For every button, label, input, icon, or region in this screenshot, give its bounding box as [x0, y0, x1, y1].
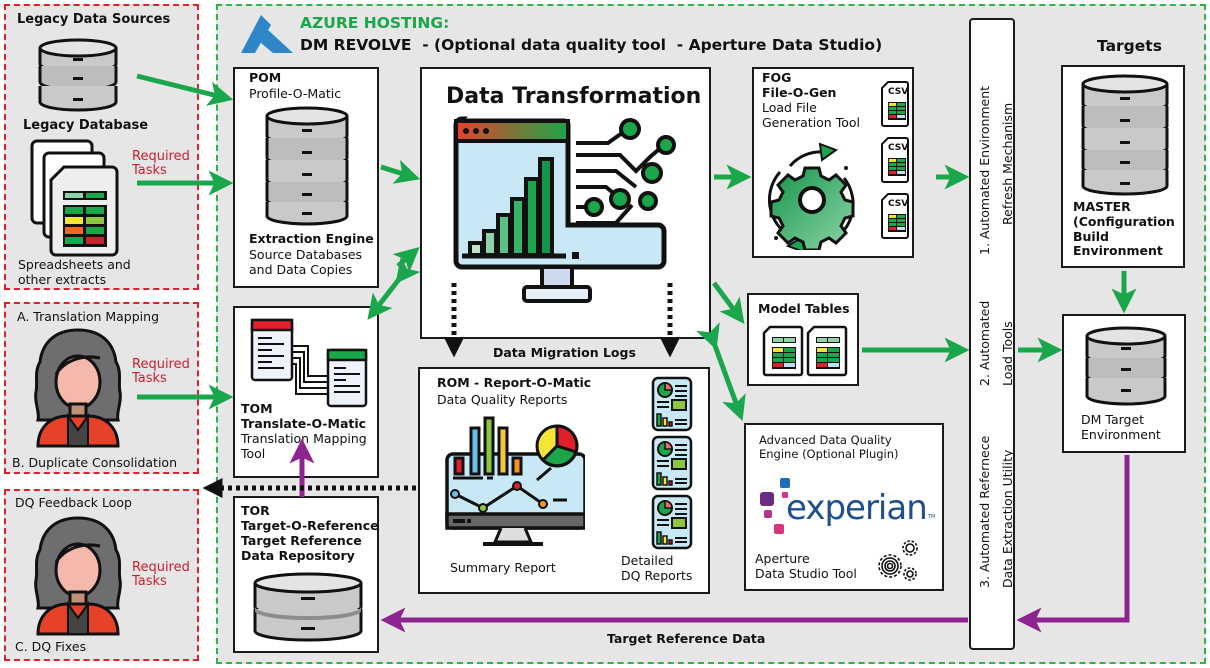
flow-arrow-transform-to-model-tables [711, 281, 745, 325]
fog-desc: Load File Generation Tool [762, 100, 860, 130]
spreadsheets-label: Spreadsheets and other extracts [18, 257, 131, 287]
experian-trademark: TM [928, 514, 936, 520]
fog-name: File-O-Gen [762, 85, 837, 100]
analyst-avatar-icon [34, 516, 122, 636]
summary-report-label: Summary Report [450, 560, 556, 575]
tor-database-icon [253, 572, 363, 642]
spreadsheets-icon [30, 139, 119, 257]
fog-code: FOG [762, 70, 792, 85]
csv-label: CSV [888, 87, 909, 97]
dq-feedback-loop-label: DQ Feedback Loop [15, 495, 132, 510]
flow-arrow-transform-tom-bidir [367, 256, 421, 320]
tor-code: TOR [241, 503, 270, 518]
tor-name: Target-O-Reference [241, 518, 379, 533]
flow-arrow-legacy-db-to-pom [136, 73, 234, 106]
tor-desc: Target Reference Data Repository [241, 533, 362, 563]
detailed-dq-report-icon [651, 376, 693, 432]
target-reference-data-label: Target Reference Data [607, 631, 766, 646]
aperture-tool-label: Aperture Data Studio Tool [755, 551, 857, 581]
experian-brand-text: experian [786, 488, 928, 528]
flow-arrow-transform-to-pom [392, 247, 420, 273]
model-tables-title: Model Tables [758, 301, 850, 316]
tom-code: TOM [241, 401, 273, 416]
csv-file-icon [881, 81, 909, 127]
dq-engine-desc: Advanced Data Quality Engine (Optional P… [759, 433, 899, 461]
gears-icon [878, 540, 918, 581]
data-migration-logs-label: Data Migration Logs [493, 345, 636, 360]
required-tasks-label-1: Required Tasks [132, 149, 190, 179]
legacy-database-label: Legacy Database [23, 118, 149, 133]
pom-desc: Source Databases and Data Copies [249, 247, 363, 277]
translation-mapping-icon [250, 318, 368, 408]
flow-arrow-rom-dq-engine-bidir [696, 322, 746, 422]
flow-arrow-pom-to-transform [380, 159, 421, 184]
summary-report-monitor-icon [445, 416, 585, 546]
detailed-dq-reports-label: Detailed DQ Reports [621, 553, 693, 583]
legacy-database-icon [38, 38, 118, 112]
reference-arrow-dm-target-to-automation [1016, 455, 1130, 633]
duplicate-consolidation-label: B. Duplicate Consolidation [12, 455, 177, 470]
dm-target-label: DM Target Environment [1081, 412, 1161, 442]
rom-title: ROM - Report-O-Matic [437, 375, 592, 390]
experian-logo-icon [760, 478, 790, 534]
translation-mapping-label: A. Translation Mapping [17, 309, 160, 324]
model-table-icon [806, 325, 848, 377]
master-label: MASTER (Configuration Build Environment [1073, 199, 1175, 259]
csv-label: CSV [888, 199, 909, 209]
detailed-dq-report-icon [651, 494, 693, 550]
detailed-dq-report-icon [651, 435, 693, 491]
azure-hosting-title: AZURE HOSTING: [300, 14, 450, 32]
model-table-icon [762, 325, 804, 377]
pom-code: POM [249, 70, 282, 85]
dq-fixes-label: C. DQ Fixes [15, 639, 87, 654]
azure-logo-icon [241, 15, 293, 53]
dm-revolve-subtitle: DM REVOLVE - (Optional data quality tool… [300, 36, 883, 54]
data-transformation-monitor-icon [453, 116, 676, 303]
tom-name: Translate-O-Matic [241, 416, 367, 431]
required-tasks-label-2: Required Tasks [132, 357, 190, 387]
pom-engine: Extraction Engine [249, 231, 374, 246]
csv-label: CSV [888, 143, 909, 153]
fog-gear-icon [767, 142, 855, 250]
dm-target-database-icon [1085, 326, 1167, 406]
targets-title: Targets [1097, 37, 1162, 55]
pom-name: Profile-O-Matic [249, 86, 342, 101]
data-transformation-title: Data Transformation [446, 84, 702, 109]
analyst-avatar-icon [34, 328, 122, 448]
master-database-icon [1081, 74, 1169, 196]
required-tasks-label-3: Required Tasks [132, 560, 190, 590]
rom-subtitle: Data Quality Reports [437, 392, 568, 407]
automation-bar [969, 18, 1015, 650]
dq-engine-box[interactable] [744, 423, 944, 591]
csv-file-icon [881, 137, 909, 183]
pom-database-icon [265, 106, 349, 226]
legacy-sources-title: Legacy Data Sources [17, 12, 171, 27]
csv-file-icon [881, 193, 909, 239]
